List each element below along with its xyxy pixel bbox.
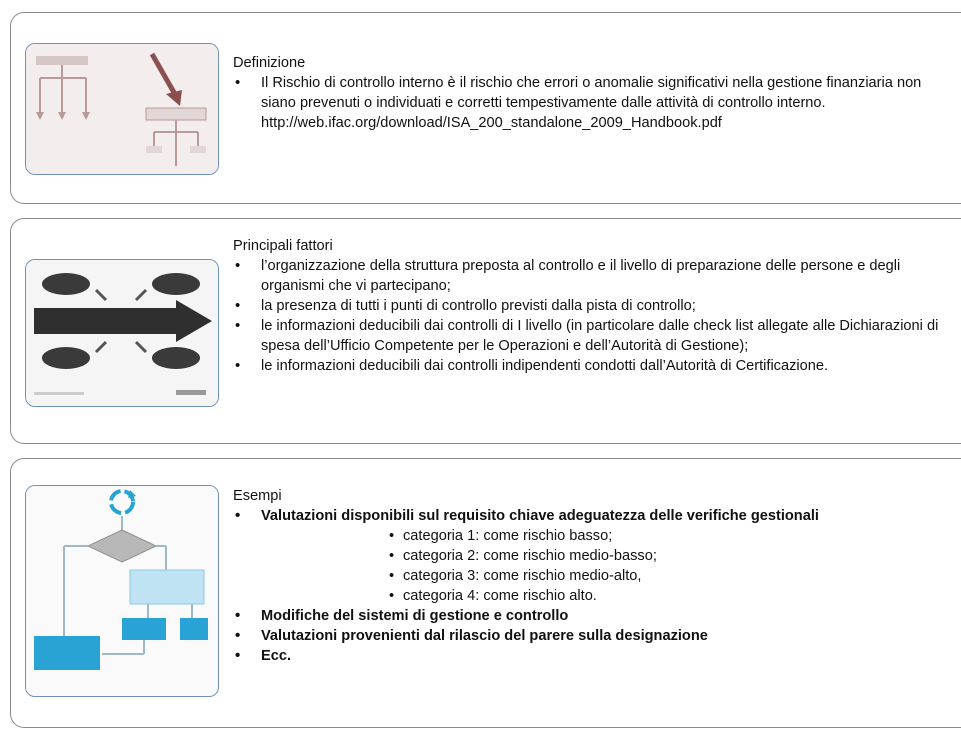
refresh-cycle-icon (109, 489, 136, 515)
list-item: Ecc. (233, 646, 952, 666)
list-item: categoria 3: come rischio medio-alto, (389, 566, 952, 586)
list-item: categoria 4: come rischio alto. (389, 586, 952, 606)
key-requirement-bullet: Valutazioni disponibili sul requisito ch… (261, 508, 819, 524)
list-item: categoria 1: come rischio basso; (389, 526, 952, 546)
definition-bullet: Il Rischio di controllo interno è il ris… (261, 75, 922, 111)
handbook-link[interactable]: http://web.ifac.org/download/ISA_200_sta… (261, 115, 722, 131)
factors-panel: Principali fattori l’organizzazione dell… (10, 218, 961, 444)
tree-diagram-thumbnail (25, 43, 219, 175)
list-item: le informazioni deducibili dai controlli… (233, 316, 952, 356)
definition-panel: Definizione Il Rischio di controllo inte… (10, 12, 961, 204)
list-item: Valutazioni disponibili sul requisito ch… (233, 506, 952, 606)
examples-panel: Esempi Valutazioni disponibili sul requi… (10, 458, 961, 728)
list-item: l’organizzazione della struttura prepost… (233, 256, 952, 296)
factors-heading: Principali fattori (233, 238, 333, 254)
definition-heading: Definizione (233, 55, 306, 71)
flowchart-thumbnail (25, 485, 219, 697)
list-item: la presenza di tutti i punti di controll… (233, 296, 952, 316)
list-item: Il Rischio di controllo interno è il ris… (233, 73, 952, 133)
list-item: categoria 2: come rischio medio-basso; (389, 546, 952, 566)
list-item: le informazioni deducibili dai controlli… (233, 356, 952, 376)
category-list: categoria 1: come rischio basso; categor… (261, 526, 952, 606)
arrow-diagram-thumbnail (25, 259, 219, 407)
list-item: Modifiche del sistemi di gestione e cont… (233, 606, 952, 626)
list-item: Valutazioni provenienti dal rilascio del… (233, 626, 952, 646)
definition-text: Definizione Il Rischio di controllo inte… (233, 53, 952, 133)
examples-heading: Esempi (233, 488, 282, 504)
factors-text: Principali fattori l’organizzazione dell… (233, 236, 952, 376)
examples-text: Esempi Valutazioni disponibili sul requi… (233, 486, 952, 666)
